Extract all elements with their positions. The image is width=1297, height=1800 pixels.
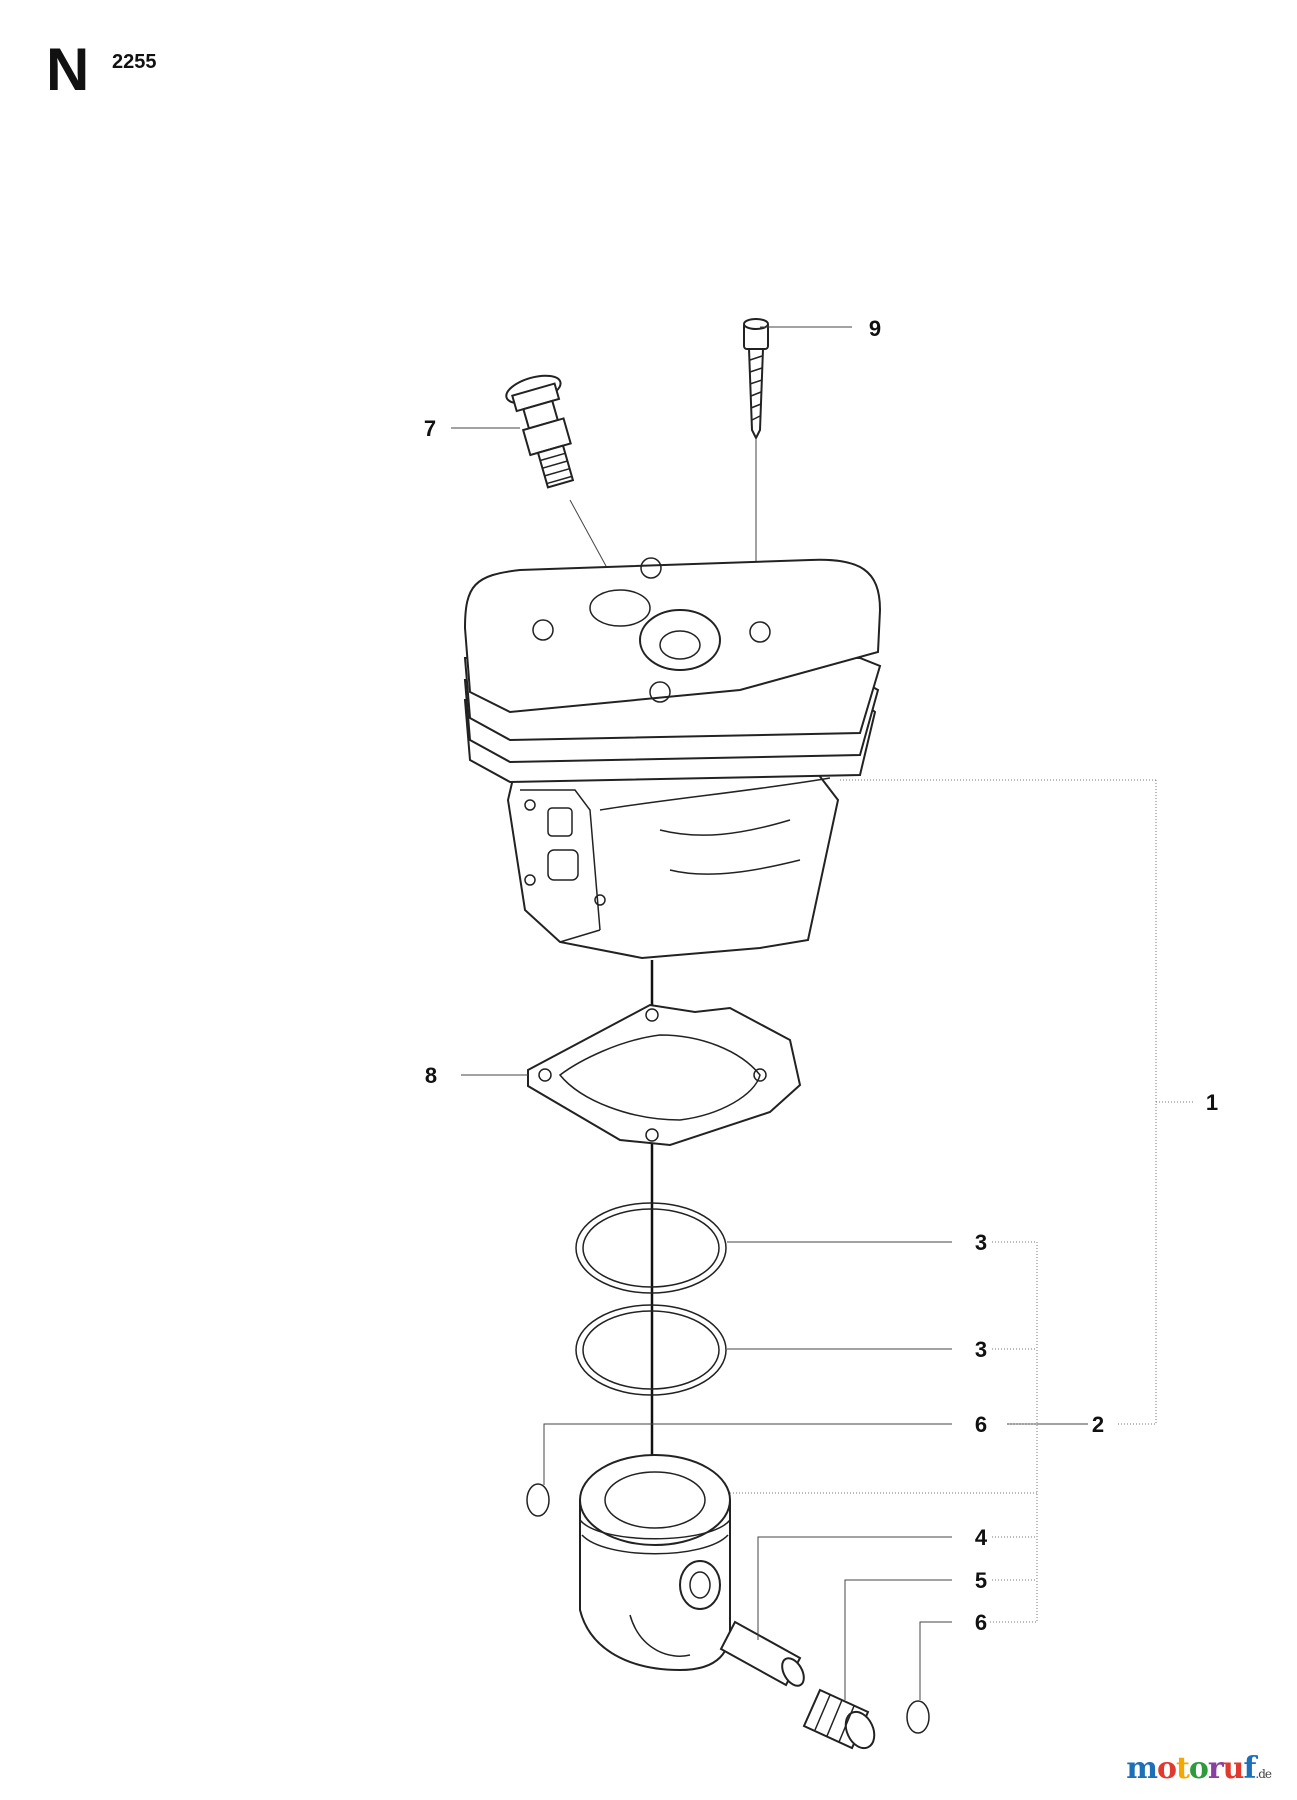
callout-3-lower: 3 xyxy=(975,1337,987,1362)
callout-6-lower: 6 xyxy=(975,1610,987,1635)
watermark-letter: o xyxy=(1156,1751,1177,1786)
watermark-letter: f xyxy=(1243,1751,1256,1786)
watermark-brand: motoruf xyxy=(1126,1751,1256,1786)
part-circlip-left xyxy=(526,1483,550,1517)
part-circlip-right xyxy=(906,1700,930,1734)
callout-2: 2 xyxy=(1092,1412,1104,1437)
watermark-letter: t xyxy=(1175,1751,1190,1786)
callout-6-upper: 6 xyxy=(975,1412,987,1437)
callout-9: 9 xyxy=(869,316,881,341)
section-letter: N xyxy=(46,36,90,103)
part-cylinder xyxy=(463,557,882,960)
part-decompression-valve xyxy=(505,374,575,489)
callout-1: 1 xyxy=(1206,1090,1218,1115)
watermark-letter: o xyxy=(1188,1751,1209,1786)
page-code: 2255 xyxy=(112,51,157,73)
callout-5: 5 xyxy=(975,1568,987,1593)
callout-3-upper: 3 xyxy=(975,1230,987,1255)
watermark-logo: motoruf.de xyxy=(1126,1751,1272,1786)
part-piston-ring-upper xyxy=(575,1202,727,1294)
part-piston-ring-lower xyxy=(575,1304,727,1396)
callout-8: 8 xyxy=(425,1063,437,1088)
callout-4: 4 xyxy=(975,1525,988,1550)
watermark-suffix: .de xyxy=(1255,1767,1272,1781)
watermark-letter: r xyxy=(1207,1751,1224,1786)
watermark-letter: m xyxy=(1126,1751,1158,1786)
part-piston-pin xyxy=(719,1620,805,1687)
part-piston xyxy=(579,1454,731,1672)
callout-7: 7 xyxy=(424,416,436,441)
part-needle-bearing xyxy=(802,1688,876,1750)
watermark-letter: u xyxy=(1222,1751,1245,1786)
part-cylinder-gasket xyxy=(527,1003,802,1147)
